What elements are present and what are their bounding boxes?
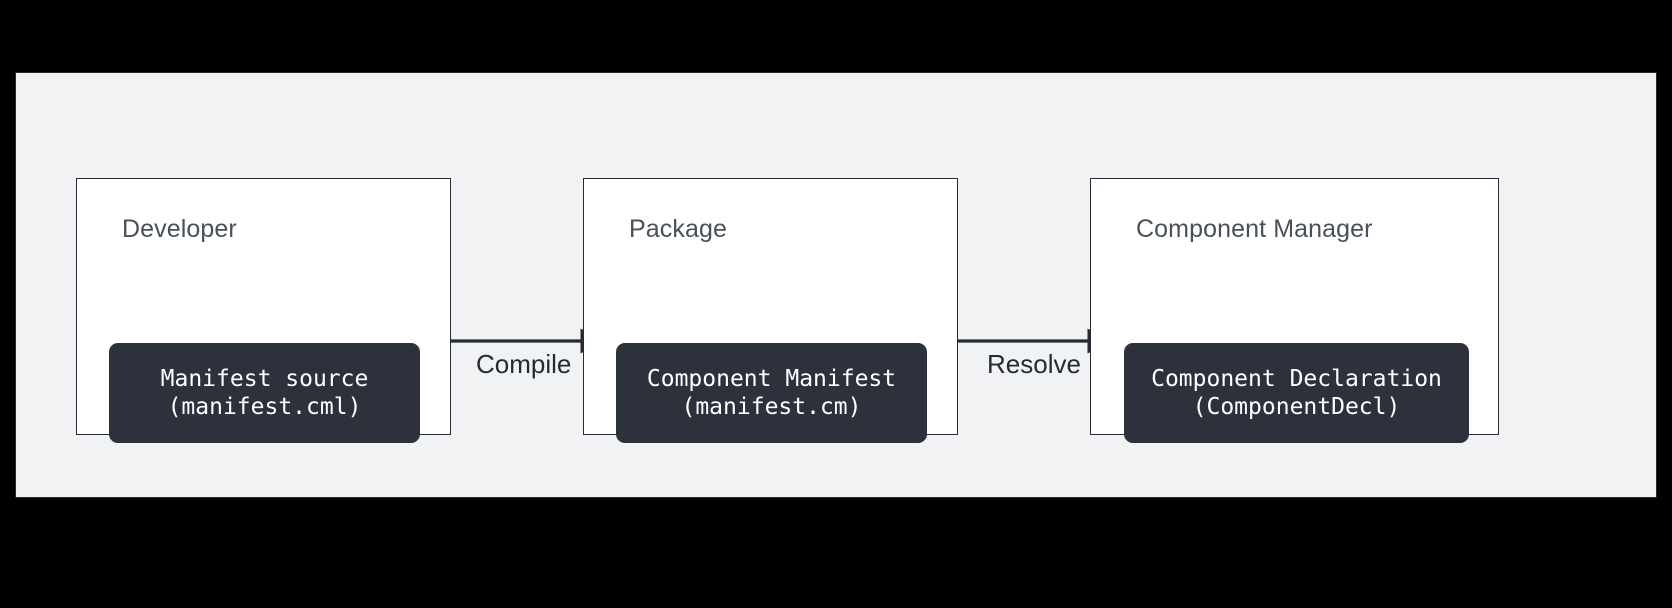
node-manifest-source[interactable]: Manifest source (manifest.cml) <box>109 343 420 443</box>
group-label-component-manager: Component Manager <box>1136 215 1373 243</box>
node-manifest-source-line1: Manifest source <box>160 366 369 392</box>
group-developer: Developer Manifest source (manifest.cml) <box>76 178 451 443</box>
group-label-package: Package <box>629 215 727 243</box>
node-component-declaration[interactable]: Component Declaration (ComponentDecl) <box>1124 343 1469 443</box>
edge-label-compile: Compile <box>476 349 572 379</box>
node-component-manifest-line1: Component Manifest <box>646 366 897 392</box>
node-component-manifest-line2: (manifest.cm) <box>681 394 862 420</box>
node-component-declaration-line1: Component Declaration <box>1151 366 1442 392</box>
diagram-canvas: Compile Resolve Developer Manifest sourc… <box>15 72 1657 498</box>
group-label-developer: Developer <box>122 215 237 243</box>
node-component-declaration-line2: (ComponentDecl) <box>1192 394 1401 420</box>
node-component-manifest[interactable]: Component Manifest (manifest.cm) <box>616 343 927 443</box>
group-component-manager: Component Manager Component Declaration … <box>1090 178 1499 443</box>
group-package: Package Component Manifest (manifest.cm) <box>583 178 958 443</box>
edge-label-resolve: Resolve <box>987 349 1081 379</box>
node-manifest-source-line2: (manifest.cml) <box>167 394 362 420</box>
